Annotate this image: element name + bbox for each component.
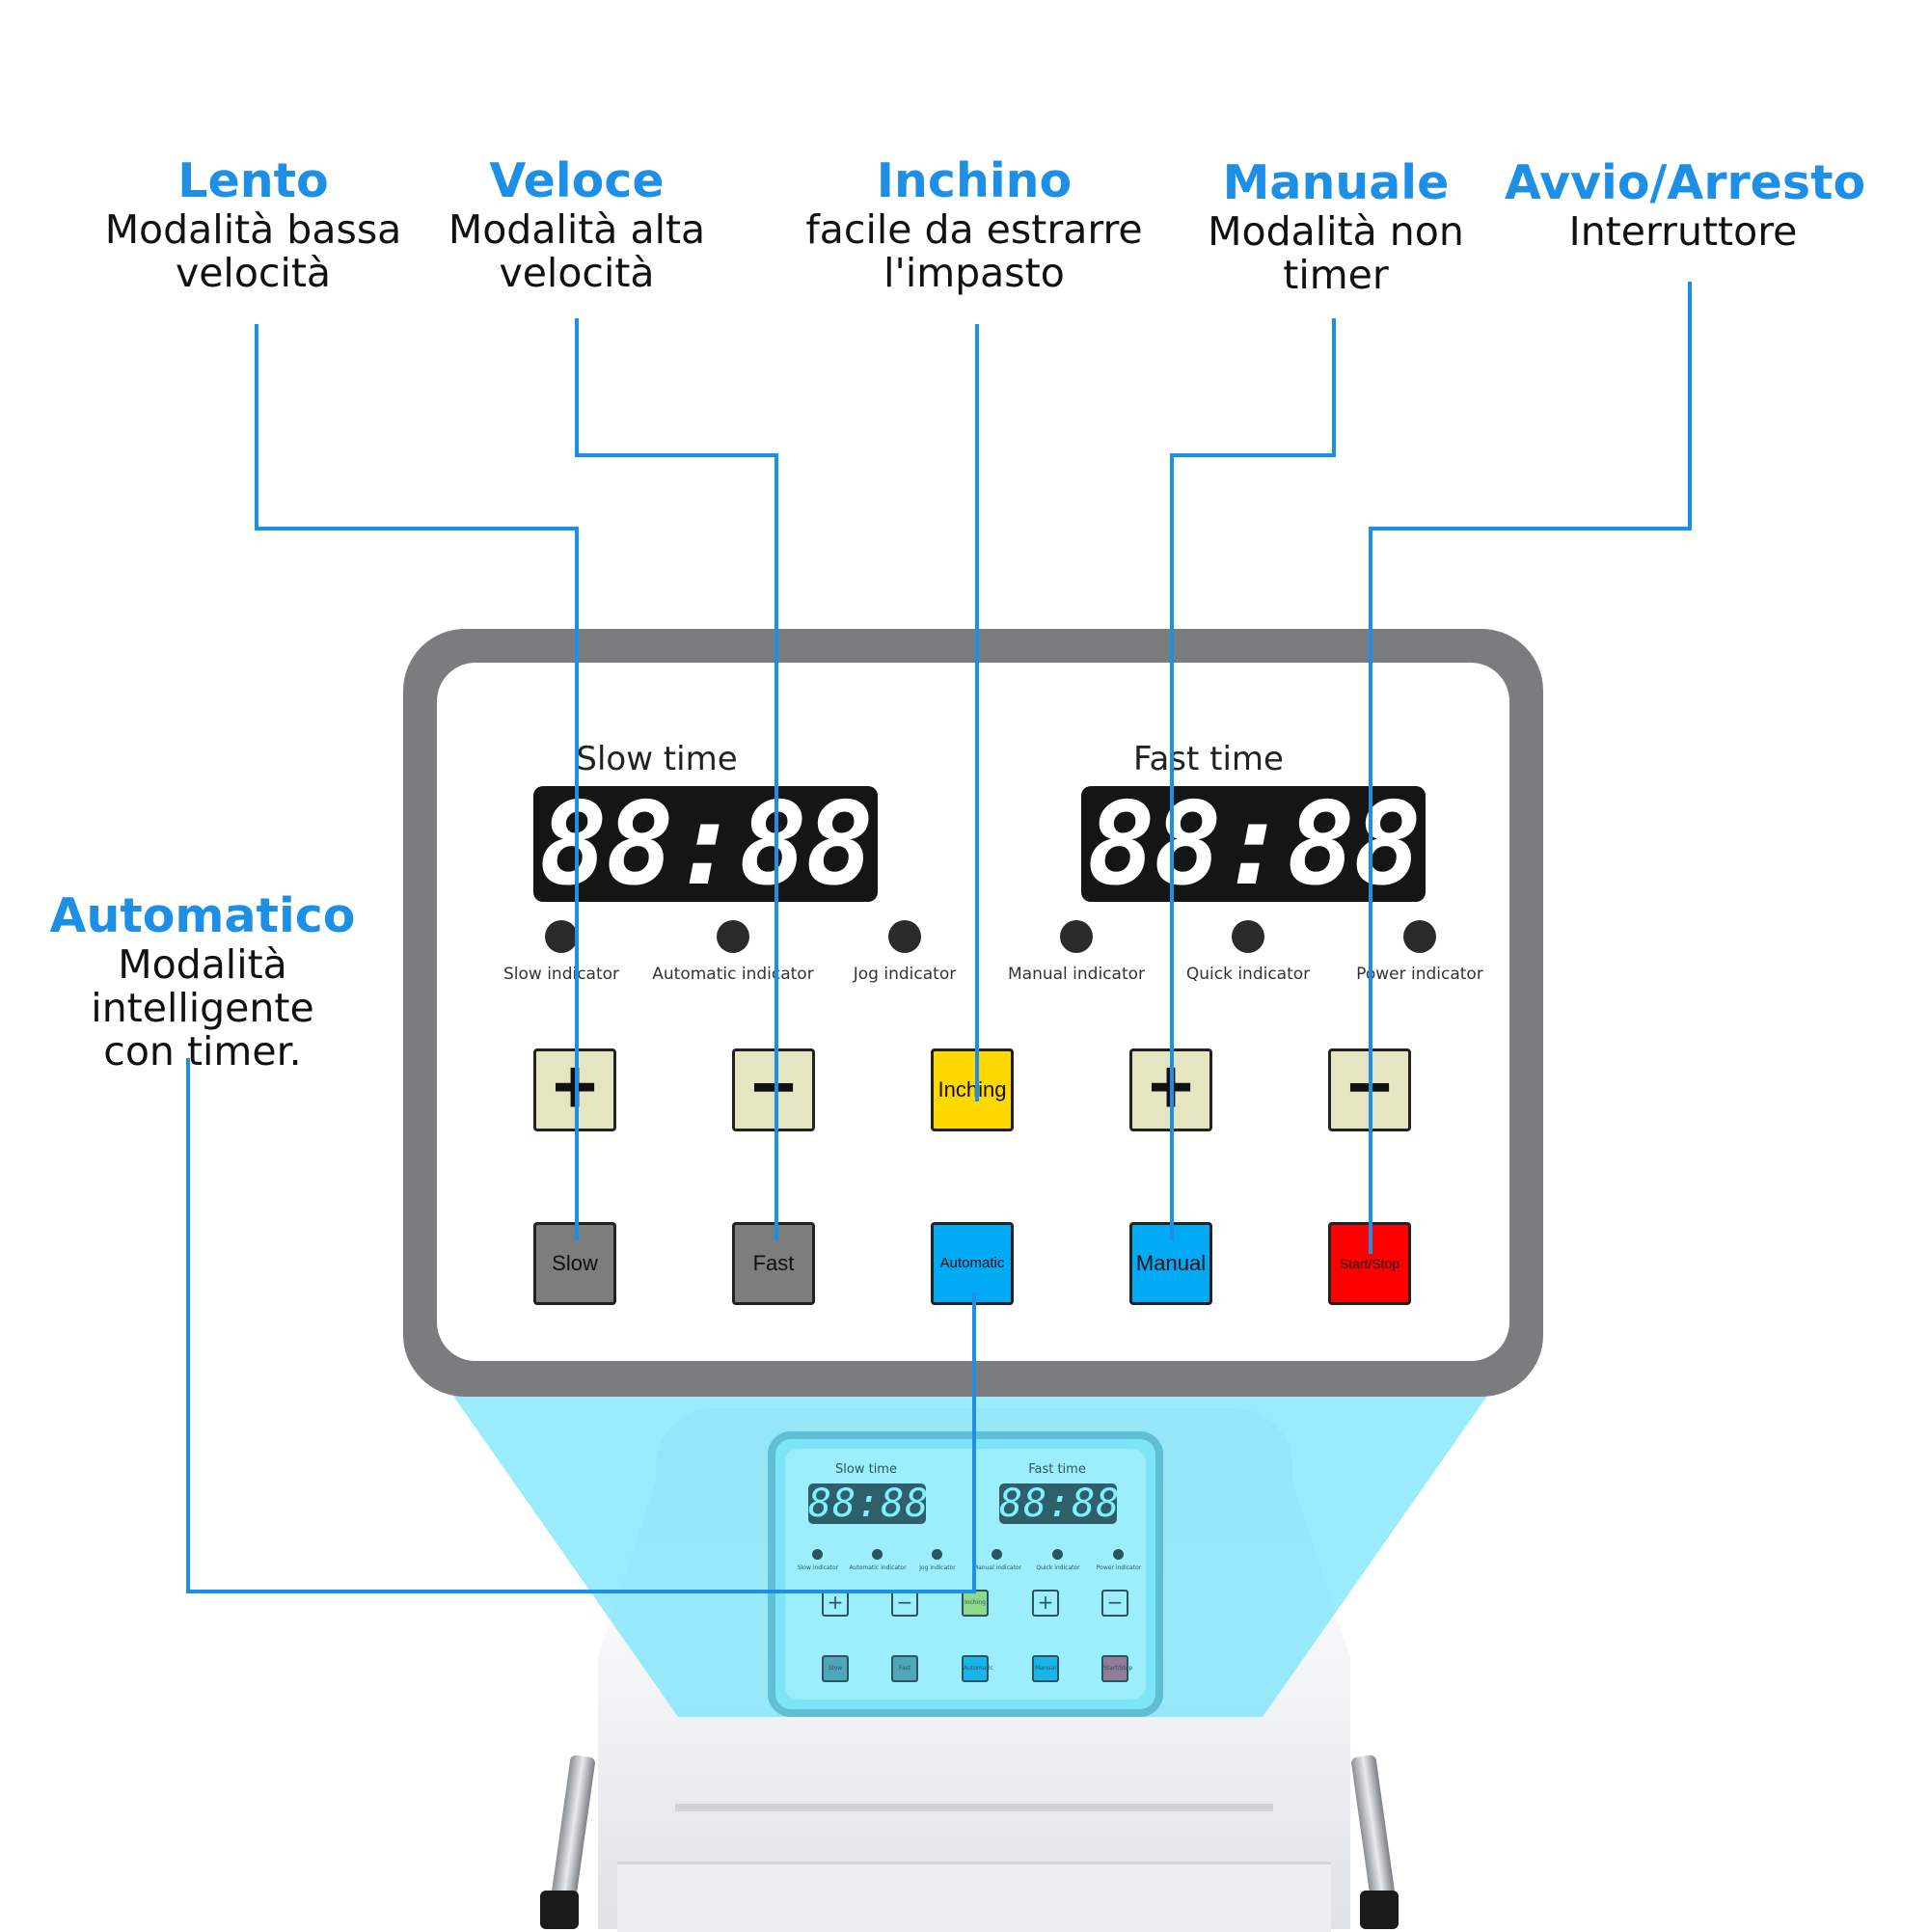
callout-manuale: Manuale Modalità non timer — [1196, 156, 1476, 297]
fast-time-label: Fast time — [1133, 740, 1284, 778]
mini-jog-indicator — [932, 1549, 942, 1560]
control-panel-face: Slow time Fast time 88:88 88:88 Slow ind… — [437, 663, 1509, 1361]
manual-button[interactable]: Manual — [1129, 1222, 1212, 1305]
callout-title: Automatico — [49, 888, 356, 943]
mini-indicator-label: Power indicator — [1096, 1565, 1142, 1571]
fast-time-display: 88:88 — [1081, 786, 1426, 902]
fast-minus-button[interactable]: − — [1328, 1048, 1411, 1131]
callout-title: Avvio/Arresto — [1505, 155, 1866, 210]
inching-button[interactable]: Inching — [931, 1048, 1014, 1131]
callout-title: Inchino — [876, 153, 1073, 208]
control-panel-zoom: Slow time Fast time 88:88 88:88 Slow ind… — [403, 629, 1543, 1397]
mini-automatic-indicator — [872, 1549, 883, 1560]
manual-indicator-led — [1060, 920, 1093, 953]
callout-title: Lento — [177, 153, 329, 208]
callout-desc: Modalità intelligente — [91, 941, 314, 1031]
automatic-indicator-led — [717, 920, 749, 953]
mini-manual-button[interactable]: Manual — [1032, 1655, 1059, 1682]
mini-indicator-label: Jog indicator — [919, 1565, 956, 1571]
mini-indicator-label: Automatic indicator — [849, 1565, 907, 1571]
callout-desc: Modalità alta — [448, 206, 706, 253]
mini-fast-time-label: Fast time — [1028, 1462, 1086, 1477]
mini-slow-time-label: Slow time — [835, 1462, 897, 1477]
jog-indicator-label: Jog indicator — [853, 965, 957, 984]
mini-manual-indicator — [992, 1549, 1002, 1560]
mini-fast-plus-button[interactable]: + — [1032, 1590, 1059, 1617]
callout-desc: l'impasto — [883, 250, 1065, 296]
quick-indicator-led — [1232, 920, 1264, 953]
quick-indicator-label: Quick indicator — [1185, 965, 1311, 984]
mini-slow-plus-button[interactable]: + — [822, 1590, 849, 1617]
mini-slow-button[interactable]: Slow — [822, 1655, 849, 1682]
slow-time-display: 88:88 — [533, 786, 878, 902]
mini-inching-button[interactable]: Inching — [962, 1590, 989, 1617]
fast-plus-button[interactable]: + — [1129, 1048, 1212, 1131]
slow-time-label: Slow time — [576, 740, 738, 778]
slow-plus-button[interactable]: + — [533, 1048, 616, 1131]
machine-control-panel: Slow time Fast time 88:88 88:88 Slow ind… — [768, 1431, 1163, 1717]
slow-indicator-led — [545, 920, 578, 953]
foot-left — [540, 1891, 579, 1929]
mini-slow-minus-button[interactable]: − — [891, 1590, 918, 1617]
foot-right — [1360, 1891, 1399, 1929]
mini-fast-button[interactable]: Fast — [891, 1655, 918, 1682]
callout-title: Veloce — [489, 153, 665, 208]
machine-ledge — [675, 1804, 1273, 1811]
callout-veloce: Veloce Modalità alta velocità — [432, 154, 721, 295]
callout-desc: timer — [1283, 252, 1389, 298]
mini-indicator-label: Slow indicator — [797, 1565, 839, 1571]
mini-start-stop-button[interactable]: Start/Stop — [1101, 1655, 1132, 1682]
callout-desc: Interruttore — [1568, 208, 1798, 255]
callout-desc: velocità — [175, 250, 332, 296]
machine-band — [617, 1862, 1331, 1932]
mini-slow-indicator — [812, 1549, 823, 1560]
mini-quick-indicator — [1052, 1549, 1063, 1560]
mini-fast-display: 88:88 — [999, 1482, 1121, 1526]
mini-indicator-label: Manual indicator — [972, 1565, 1022, 1571]
mini-automatic-button[interactable]: Automatic — [962, 1655, 993, 1682]
mini-indicator-label: Quick indicator — [1036, 1565, 1080, 1571]
callout-desc: Modalità non — [1208, 208, 1464, 255]
power-indicator-led — [1403, 920, 1436, 953]
callout-desc: con timer. — [103, 1028, 302, 1075]
mini-power-indicator — [1113, 1549, 1124, 1560]
callout-desc: Modalità bassa — [104, 206, 402, 253]
mini-fast-minus-button[interactable]: − — [1101, 1590, 1128, 1617]
manual-indicator-label: Manual indicator — [1007, 965, 1145, 984]
callout-lento: Lento Modalità bassa velocità — [92, 154, 415, 295]
power-indicator-label: Power indicator — [1356, 965, 1483, 984]
automatic-indicator-label: Automatic indicator — [652, 965, 814, 984]
automatic-button[interactable]: Automatic — [931, 1222, 1014, 1305]
slow-indicator-label: Slow indicator — [503, 965, 620, 984]
jog-indicator-led — [888, 920, 921, 953]
callout-desc: velocità — [499, 250, 655, 296]
callout-inchino: Inchino facile da estrarre l'impasto — [791, 154, 1157, 295]
fast-button[interactable]: Fast — [732, 1222, 815, 1305]
callout-automatico: Automatico Modalità intelligente con tim… — [5, 889, 400, 1074]
callout-avvio-arresto: Avvio/Arresto Interruttore — [1505, 155, 1866, 255]
slow-button[interactable]: Slow — [533, 1222, 616, 1305]
callout-desc: facile da estrarre — [805, 206, 1143, 253]
callout-title: Manuale — [1222, 155, 1450, 210]
slow-minus-button[interactable]: − — [732, 1048, 815, 1131]
mini-slow-display: 88:88 — [808, 1482, 930, 1526]
start-stop-button[interactable]: Start/Stop — [1328, 1222, 1411, 1305]
